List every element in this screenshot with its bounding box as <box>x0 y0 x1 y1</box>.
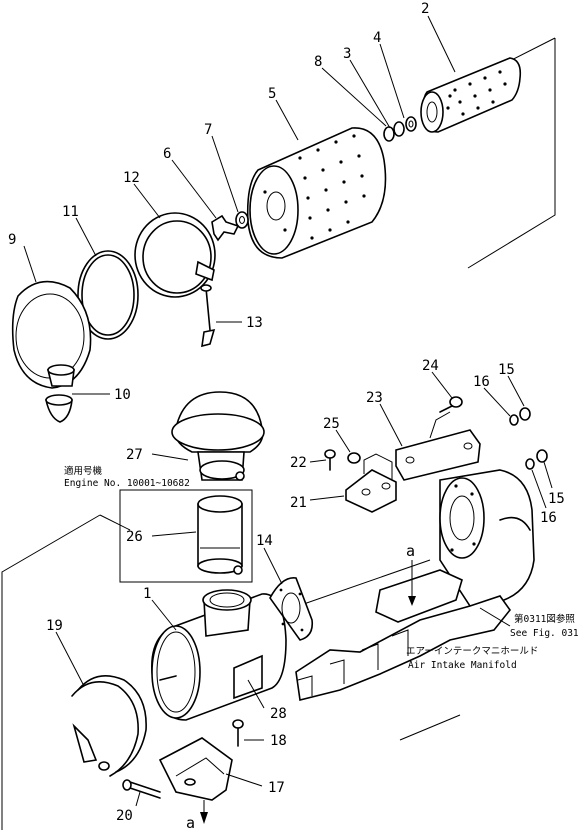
callout-6: 6 <box>163 146 171 162</box>
callout-15b: 15 <box>548 491 565 507</box>
serial-range-box <box>119 489 253 583</box>
callout-27: 27 <box>126 447 143 463</box>
air-cleaner-body <box>151 589 287 721</box>
marker-a-top: a <box>406 542 415 560</box>
callout-numbers: 2 3 4 8 5 7 6 12 11 9 10 13 27 26 1 14 2… <box>8 1 565 824</box>
nuts-washers-15-16 <box>509 407 548 470</box>
cover <box>11 280 92 389</box>
gasket-ring <box>77 250 139 340</box>
callout-11: 11 <box>62 204 79 220</box>
intake-elbow <box>439 469 535 607</box>
wing-nut <box>211 214 240 242</box>
callout-26: 26 <box>126 529 143 545</box>
callout-28: 28 <box>270 706 287 722</box>
callout-2: 2 <box>421 1 429 17</box>
bolt-24 <box>439 396 463 413</box>
bracket-bolt-22 <box>324 449 336 471</box>
serial-note: 適用号機 Engine No. 10001~10682 <box>64 465 190 489</box>
leader-lines <box>23 15 553 807</box>
callout-9: 9 <box>8 232 16 248</box>
callout-12: 12 <box>123 170 140 186</box>
stay-23 <box>395 411 481 481</box>
callout-25: 25 <box>323 416 340 432</box>
precleaner-cap <box>171 391 265 481</box>
callout-1: 1 <box>143 586 151 602</box>
callout-20: 20 <box>116 808 133 824</box>
marker-a-bottom: a <box>186 814 195 831</box>
figure-references: 第0311図参照 See Fig. 0311 エアーインテークマニホールド Ai… <box>406 613 579 671</box>
serial-note-en: Engine No. 10001~10682 <box>64 478 190 489</box>
manifold-bracket <box>345 453 397 513</box>
callout-16b: 16 <box>540 510 557 526</box>
callout-17: 17 <box>268 780 285 796</box>
callout-15a: 15 <box>498 362 515 378</box>
callout-5: 5 <box>268 86 276 102</box>
manifold-label-jp: エアーインテークマニホールド <box>406 646 538 657</box>
see-fig-en: See Fig. 0311 <box>510 628 579 639</box>
clamp-bolt <box>200 284 216 348</box>
mounting-bolt <box>122 779 161 799</box>
callout-24: 24 <box>422 358 439 374</box>
callout-19: 19 <box>46 618 63 634</box>
bracket-bolt <box>232 719 244 747</box>
nut-washer-set <box>383 116 417 142</box>
callout-7: 7 <box>204 122 212 138</box>
manifold-label-en: Air Intake Manifold <box>408 660 517 671</box>
callout-14: 14 <box>256 533 273 549</box>
intake-manifold <box>295 560 512 701</box>
flange-gasket <box>269 577 314 641</box>
wing-nut-washer <box>235 211 249 229</box>
callout-23: 23 <box>366 390 383 406</box>
callout-16a: 16 <box>473 374 490 390</box>
precleaner-pipe <box>197 495 243 575</box>
see-fig-jp: 第0311図参照 <box>514 613 575 625</box>
callout-8: 8 <box>314 54 322 70</box>
callout-10: 10 <box>114 387 131 403</box>
outer-element <box>246 127 387 259</box>
a-markers: a a <box>186 542 415 831</box>
callout-21: 21 <box>290 495 307 511</box>
dust-valve <box>45 394 73 423</box>
callout-13: 13 <box>246 315 263 331</box>
nut-25 <box>347 452 361 464</box>
inner-element <box>420 57 522 133</box>
clamp-band <box>134 212 216 298</box>
callout-3: 3 <box>343 46 351 62</box>
mounting-band <box>71 674 147 777</box>
callout-22: 22 <box>290 455 307 471</box>
serial-note-jp: 適用号機 <box>64 465 103 477</box>
callout-18: 18 <box>270 733 287 749</box>
callout-4: 4 <box>373 30 381 46</box>
lower-bracket <box>158 737 233 824</box>
